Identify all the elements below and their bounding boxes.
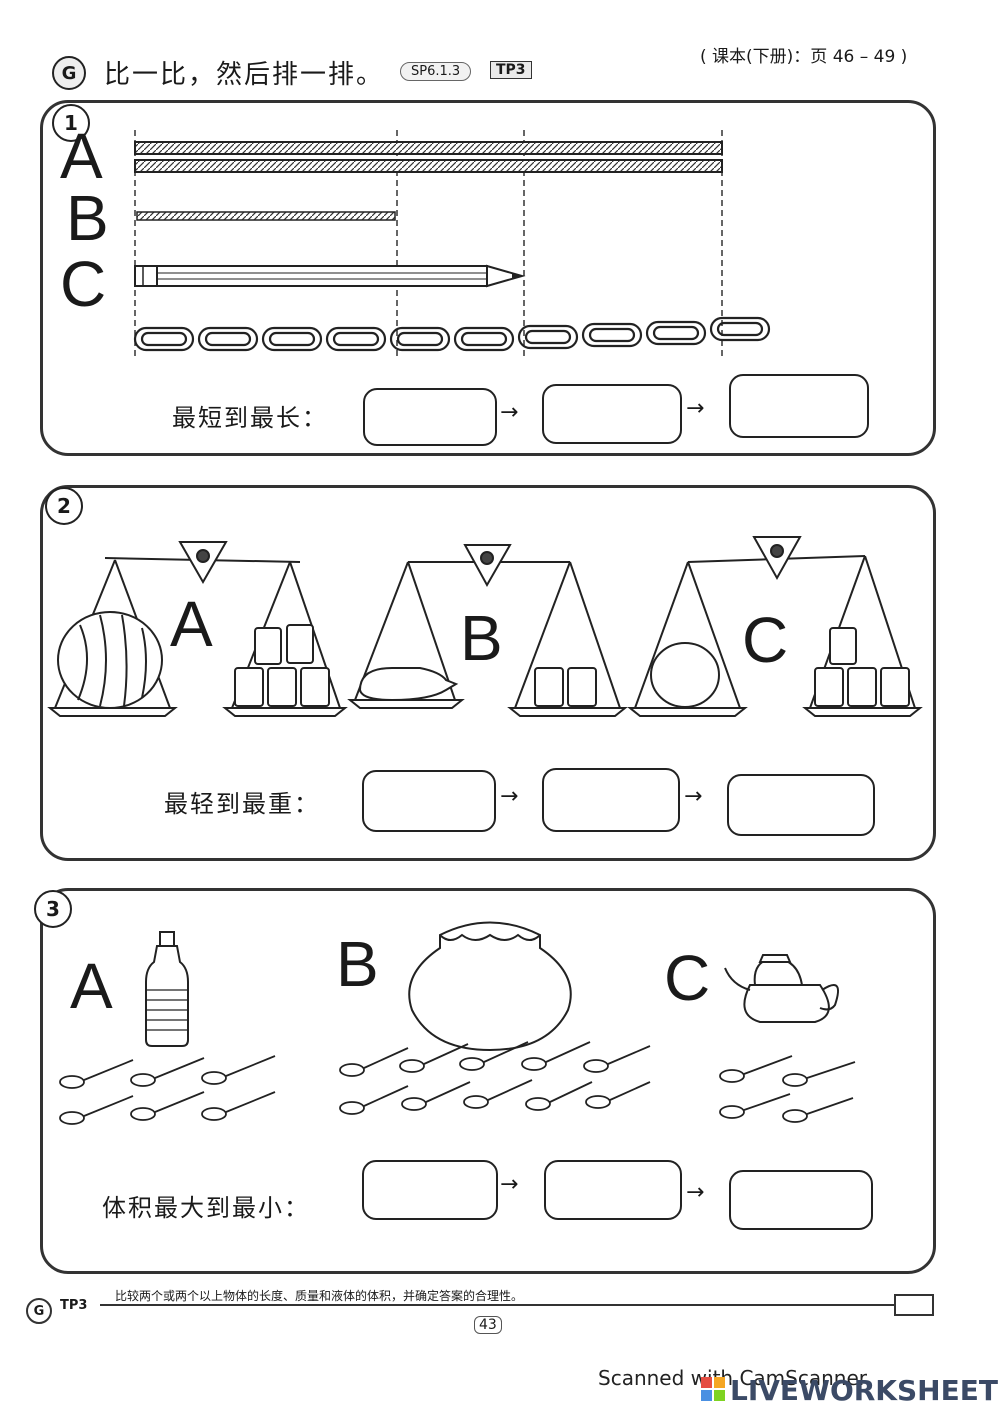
q1-label-a: A: [60, 120, 103, 192]
q1-answer-2[interactable]: [542, 384, 682, 444]
q2-arrow-1: →: [500, 784, 519, 809]
page-number: 43: [474, 1316, 502, 1334]
question-2-panel: [40, 485, 936, 861]
q3-label-b: B: [336, 928, 379, 1000]
q1-label-b: B: [66, 182, 109, 254]
q2-answer-1[interactable]: [362, 770, 496, 832]
q3-label-a: A: [70, 950, 113, 1022]
tp-tag: TP3: [490, 61, 532, 79]
q3-prompt: 体积最大到最小：: [102, 1194, 310, 1222]
q3-arrow-2: →: [686, 1180, 705, 1205]
q3-arrow-1: →: [500, 1172, 519, 1197]
liveworksheets-brand: LIVEWORKSHEETS: [730, 1374, 1000, 1407]
q1-answer-1[interactable]: [363, 388, 497, 446]
q1-label-c: C: [60, 248, 107, 320]
q2-answer-2[interactable]: [542, 768, 680, 832]
q2-answer-3[interactable]: [727, 774, 875, 836]
question-1-number: 1: [52, 104, 90, 142]
liveworksheets-logo-icon: [700, 1376, 726, 1402]
syllabus-code: SP6.1.3: [400, 62, 472, 81]
instruction-title: 比一比，然后排一排。: [104, 60, 385, 90]
q3-answer-2[interactable]: [544, 1160, 682, 1220]
q2-label-c: C: [742, 604, 789, 676]
q1-arrow-2: →: [686, 396, 705, 421]
textbook-reference: ( 课本(下册)：页 46 – 49 ): [700, 47, 908, 67]
volume-comparison-drawing: [59, 921, 856, 1125]
question-2-number: 2: [45, 487, 83, 525]
q3-label-c: C: [664, 942, 711, 1014]
length-comparison-drawing: [133, 130, 771, 360]
question-3-panel: [40, 888, 936, 1274]
q1-answer-3[interactable]: [729, 374, 869, 438]
scanner-watermark: Scanned with CamScanner: [598, 1366, 867, 1390]
weight-comparison-drawing: [47, 536, 923, 717]
q2-label-b: B: [460, 602, 503, 674]
footer-tp: TP3: [60, 1298, 88, 1313]
footer-description: 比较两个或两个以上物体的长度、质量和液体的体积，并确定答案的合理性。: [115, 1289, 524, 1303]
q2-arrow-2: →: [684, 784, 703, 809]
q2-prompt: 最轻到最重：: [164, 790, 320, 818]
question-3-number: 3: [34, 890, 72, 928]
question-1-panel: [40, 100, 936, 456]
section-badge: G: [52, 56, 86, 90]
q3-answer-3[interactable]: [729, 1170, 873, 1230]
q1-arrow-1: →: [500, 400, 519, 425]
q2-label-a: A: [170, 588, 213, 660]
q1-prompt: 最短到最长：: [172, 404, 328, 432]
footer-badge: G: [26, 1298, 52, 1324]
q3-answer-1[interactable]: [362, 1160, 498, 1220]
